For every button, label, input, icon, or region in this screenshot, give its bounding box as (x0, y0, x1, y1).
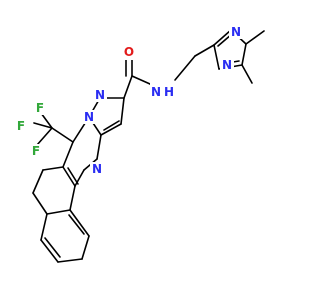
pz-n2-mask (82, 110, 96, 124)
f3-mask (29, 144, 43, 158)
atom-f2: F (17, 119, 25, 133)
amide-mask (150, 83, 175, 101)
f1-mask (33, 101, 47, 115)
molecule-structure: O N H N N N N N F F F (14, 25, 265, 263)
atom-n-pyrazole-ring: N (222, 58, 232, 72)
atom-f1: F (36, 101, 44, 115)
pz-n1-mask (93, 88, 107, 102)
oxygen-mask (121, 44, 137, 60)
pyrazole-n1-mask (229, 25, 243, 39)
atom-n-pyrimidine: N (92, 162, 102, 176)
atom-n-pyrazole-methyl: N (231, 25, 241, 39)
atom-o-carbonyl: O (124, 45, 134, 59)
atom-h-amide: H (164, 85, 174, 99)
atom-labels: O N H N N N N N F F F (14, 25, 243, 176)
atom-n-pz2: N (84, 110, 94, 124)
atom-f3: F (32, 144, 40, 158)
f2-mask (14, 119, 28, 133)
pyrimidine-n-mask (90, 162, 104, 176)
atom-n-amide: N (151, 85, 161, 99)
pyrazole-n2-mask (220, 58, 234, 72)
atom-n-pz1: N (95, 88, 105, 102)
